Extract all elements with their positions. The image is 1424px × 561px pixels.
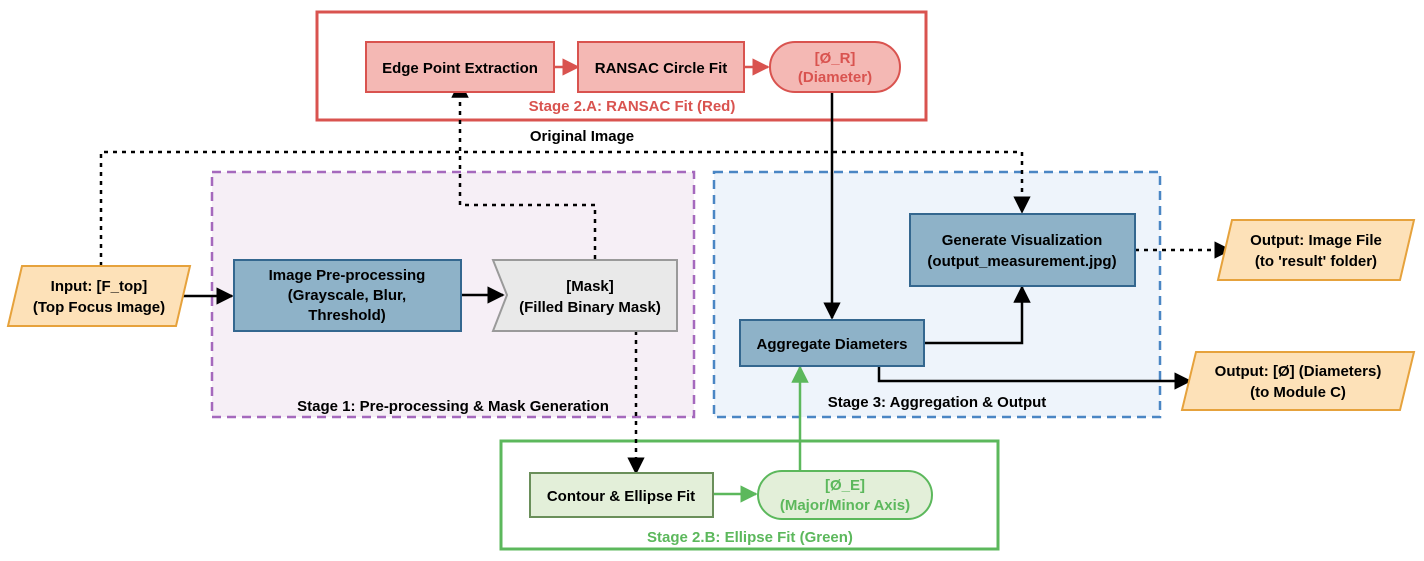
node-input-line1: Input: [F_top] — [51, 278, 148, 295]
node-preprocess-line3: Threshold) — [308, 307, 386, 324]
stage1-label: Stage 1: Pre-processing & Mask Generatio… — [297, 398, 609, 415]
edge-aggregate-to-visualization — [924, 285, 1031, 345]
stage2b-label: Stage 2.B: Ellipse Fit (Green) — [647, 529, 853, 546]
node-diameter-r-line2: (Diameter) — [798, 69, 872, 86]
node-input-line2: (Top Focus Image) — [33, 299, 165, 316]
node-contour-text: Contour & Ellipse Fit — [547, 488, 695, 505]
node-mask-line2: (Filled Binary Mask) — [519, 299, 661, 316]
node-aggregate-diameters: Aggregate Diameters — [739, 319, 925, 367]
node-output-image-line1: Output: Image File — [1250, 232, 1382, 249]
node-visualization-line2: (output_measurement.jpg) — [927, 253, 1116, 270]
node-diameter-r-line1: [Ø_R] — [815, 50, 856, 67]
node-input: Input: [F_top] (Top Focus Image) — [6, 265, 192, 327]
node-preprocessing: Image Pre-processing (Grayscale, Blur, T… — [233, 259, 462, 332]
node-diameter-e-line2: (Major/Minor Axis) — [780, 497, 910, 514]
node-generate-visualization: Generate Visualization (output_measureme… — [909, 213, 1136, 287]
node-visualization-line1: Generate Visualization — [942, 232, 1103, 249]
node-ransac-text: RANSAC Circle Fit — [595, 60, 728, 77]
stage2a-label: Stage 2.A: RANSAC Fit (Red) — [529, 98, 736, 115]
node-contour-ellipse-fit: Contour & Ellipse Fit — [529, 472, 714, 518]
stage3-container — [712, 170, 1162, 419]
node-output-diameters: Output: [Ø] (Diameters) (to Module C) — [1180, 351, 1416, 411]
node-aggregate-text: Aggregate Diameters — [757, 336, 908, 353]
stage3-label: Stage 3: Aggregation & Output — [828, 394, 1047, 411]
node-diameter-e-line1: [Ø_E] — [825, 477, 865, 494]
edge-original-image — [99, 150, 1031, 266]
node-diameter-e: [Ø_E] (Major/Minor Axis) — [757, 470, 933, 520]
node-output-image-line2: (to 'result' folder) — [1255, 253, 1377, 270]
node-edge-point-extraction: Edge Point Extraction — [365, 41, 555, 93]
node-preprocess-line1: Image Pre-processing — [269, 267, 426, 284]
node-preprocess-line2: (Grayscale, Blur, — [288, 287, 406, 304]
node-mask: [Mask] (Filled Binary Mask) — [491, 259, 678, 332]
node-edge-point-text: Edge Point Extraction — [382, 60, 538, 77]
node-diameter-r: [Ø_R] (Diameter) — [769, 41, 901, 93]
edge-mask-to-edgepoint — [451, 80, 597, 259]
node-output-image-file: Output: Image File (to 'result' folder) — [1216, 219, 1416, 281]
node-ransac-circle-fit: RANSAC Circle Fit — [577, 41, 745, 93]
node-output-diam-line2: (to Module C) — [1250, 384, 1346, 401]
node-output-diam-line1: Output: [Ø] (Diameters) — [1215, 363, 1382, 380]
edge-label-original-image: Original Image — [530, 128, 634, 145]
edge-aggregate-to-output-diam — [877, 367, 1192, 390]
node-mask-line1: [Mask] — [566, 278, 614, 295]
